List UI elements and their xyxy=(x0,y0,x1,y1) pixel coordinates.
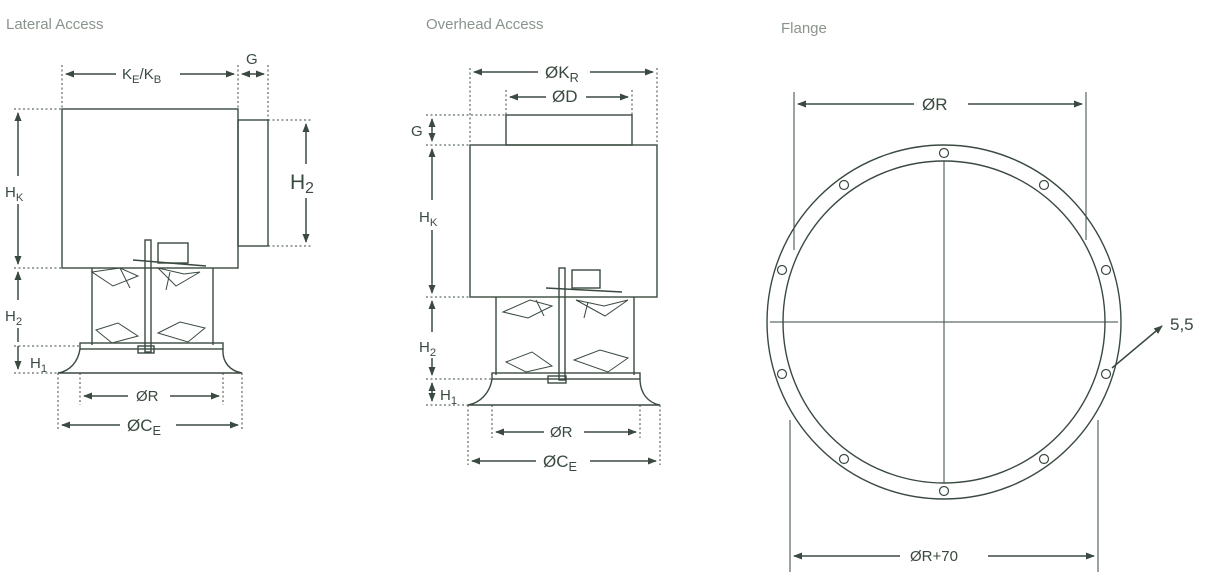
overhead-shaft xyxy=(558,267,566,381)
overhead-inlet-cone xyxy=(467,378,661,406)
overhead-r-label: ØR xyxy=(550,424,573,441)
flange-bolt-holes xyxy=(776,147,1112,497)
overhead-housing xyxy=(469,144,658,298)
bolt-hole xyxy=(938,485,950,497)
lateral-access-title: Lateral Access xyxy=(6,16,104,33)
overhead-ce-label: ØCE xyxy=(543,452,577,474)
bolt-hole xyxy=(776,368,788,380)
lateral-inlet-ring xyxy=(79,342,224,350)
bolt-hole xyxy=(938,147,950,159)
flange-hole-label: 5,5 xyxy=(1170,315,1194,334)
overhead-motor xyxy=(571,269,601,289)
lateral-h2-label: H2 xyxy=(5,308,22,328)
flange-r-label: ØR xyxy=(922,95,948,114)
overhead-h2-label: H2 xyxy=(419,339,436,359)
overhead-g-label: G xyxy=(411,123,423,140)
overhead-hk-label: HK xyxy=(419,209,438,229)
lateral-h2-side-label: H2 xyxy=(290,171,314,197)
lateral-hk-label: HK xyxy=(5,184,24,204)
bolt-hole xyxy=(838,179,850,191)
overhead-kr-label: ØKR xyxy=(545,63,579,85)
overhead-d-label: ØD xyxy=(552,87,578,106)
flange-hole-callout-arrow xyxy=(1111,325,1163,369)
lateral-access-view: Lateral Access xyxy=(5,16,314,438)
lateral-g-label: G xyxy=(246,51,258,68)
bolt-hole xyxy=(1100,264,1112,276)
flange-outer-circle xyxy=(766,144,1122,500)
bolt-hole xyxy=(1100,368,1112,380)
lateral-ce-label: ØCE xyxy=(127,416,161,438)
flange-view: Flange ØR xyxy=(766,20,1194,572)
bolt-hole xyxy=(838,453,850,465)
overhead-h1-label: H1 xyxy=(440,387,457,407)
lateral-housing xyxy=(61,108,239,269)
lateral-inlet-cone xyxy=(57,348,243,374)
overhead-top-outlet xyxy=(505,114,633,146)
flange-title: Flange xyxy=(781,20,827,37)
lateral-ke-kb-label: KE/KB xyxy=(122,66,161,86)
overhead-access-view: Overhead Access xyxy=(411,16,661,474)
flange-r70-label: ØR+70 xyxy=(910,548,958,565)
lateral-shaft xyxy=(144,239,152,353)
overhead-access-title: Overhead Access xyxy=(426,16,544,33)
bolt-hole xyxy=(1038,179,1050,191)
lateral-motor xyxy=(157,242,189,264)
bolt-hole xyxy=(776,264,788,276)
lateral-h1-label: H1 xyxy=(30,355,47,375)
bolt-hole xyxy=(1038,453,1050,465)
lateral-side-outlet xyxy=(237,119,269,247)
lateral-r-label: ØR xyxy=(136,388,159,405)
